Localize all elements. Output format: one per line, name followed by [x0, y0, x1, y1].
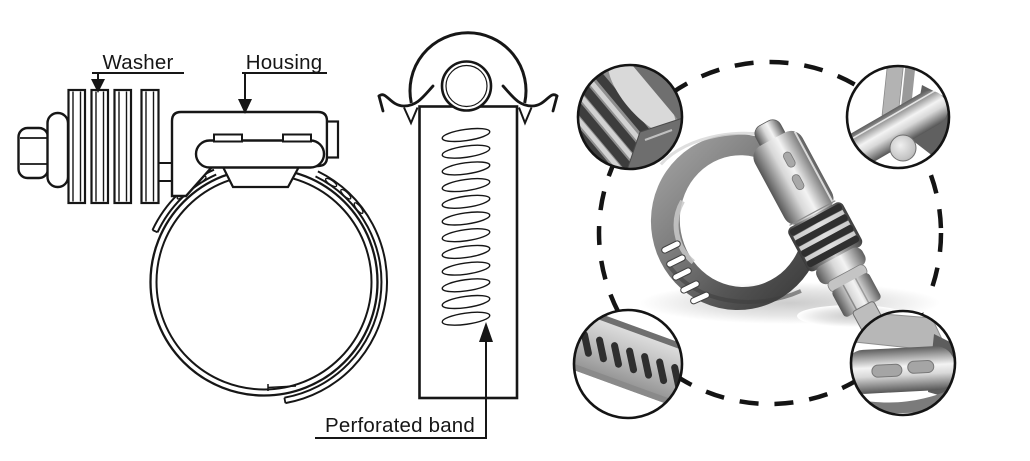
dashed-circle — [596, 59, 944, 407]
clamp-screw-assembly — [753, 119, 885, 333]
washer-stack — [67, 88, 160, 205]
band-slot — [340, 188, 352, 200]
perforated-band-label: Perforated band — [325, 414, 475, 437]
washer-arrowhead — [91, 79, 105, 93]
housing-callout: Housing — [238, 51, 327, 114]
screw-shaft-lines — [159, 162, 172, 182]
photo-band-slot — [680, 280, 700, 294]
photo-band-slot — [661, 240, 681, 254]
side-view-diagram — [17, 88, 389, 405]
washer — [113, 88, 133, 205]
wing-flap — [403, 107, 419, 126]
washer — [140, 88, 160, 205]
detail-circle-ne — [845, 64, 951, 170]
band-slot — [353, 202, 364, 215]
washer — [67, 88, 87, 205]
screw-hex-head — [17, 126, 50, 180]
band-end-step — [267, 384, 297, 391]
perforation-slot — [441, 127, 491, 143]
perforated-band-arrowhead — [479, 322, 493, 342]
perforation-slots — [441, 127, 491, 326]
screw-head-circle — [440, 60, 493, 112]
perforation-slot — [441, 244, 491, 260]
perforation-slot — [441, 194, 491, 209]
housing-arrowhead — [238, 99, 252, 114]
clamp-collar — [816, 247, 866, 285]
housing-wings — [377, 84, 559, 113]
detail-circle-sw — [572, 308, 684, 420]
detail-circle-ne-outline — [845, 64, 951, 170]
perforation-slot — [441, 278, 491, 293]
perforated-band-callout: Perforated band — [315, 322, 493, 439]
washer-callout: Washer — [91, 51, 184, 93]
detail-circle-se-outline — [849, 309, 957, 417]
saddle-slot — [282, 133, 312, 143]
photo-band-slot — [690, 291, 710, 305]
perforation-slot — [441, 228, 491, 243]
photo-band-slot — [672, 267, 692, 281]
band-slot — [324, 177, 338, 188]
perforation-slot — [441, 261, 491, 276]
perforation-slot — [441, 294, 491, 310]
washer-label: Washer — [102, 51, 173, 74]
screw-head-inner-circle — [445, 64, 488, 108]
photo-band-slot — [666, 254, 686, 268]
housing-saddle — [194, 139, 326, 169]
perforation-slot — [441, 311, 491, 326]
wing-flap — [518, 107, 533, 126]
main-clamp-photo — [650, 119, 885, 333]
detail-circle-nw-outline — [576, 63, 684, 171]
clamp-hex-head — [832, 273, 881, 317]
housing-label: Housing — [246, 51, 323, 74]
clamp-band-perforations — [661, 240, 710, 305]
perforation-slot — [441, 144, 491, 159]
screw-shoulder — [46, 111, 70, 189]
perforation-slot — [441, 211, 491, 226]
saddle-slot — [213, 133, 243, 143]
washer — [90, 88, 110, 205]
band-loop — [149, 167, 389, 405]
band-tail-right — [285, 170, 389, 405]
detail-circle-se — [849, 309, 957, 417]
front-view-diagram — [377, 31, 559, 400]
housing-end-tab — [325, 120, 340, 159]
callout-labels: Washer Housing Perforated band — [91, 51, 493, 439]
product-photo — [572, 59, 957, 420]
detail-circle-sw-outline — [572, 308, 684, 420]
perforation-slot — [441, 161, 491, 176]
perforation-slot — [441, 177, 491, 193]
